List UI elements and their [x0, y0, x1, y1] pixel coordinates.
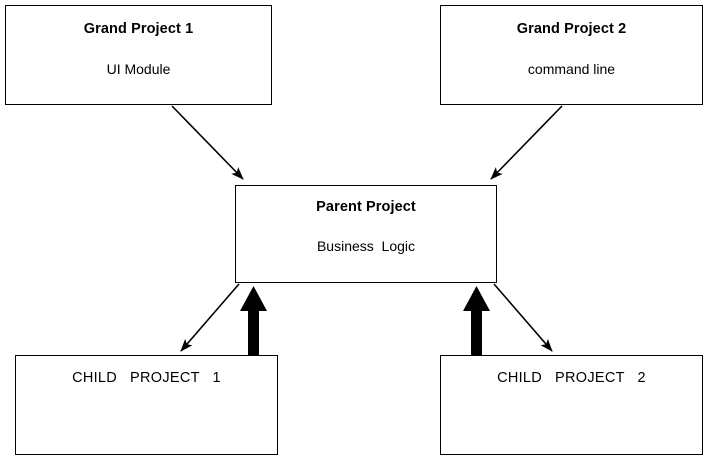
box-grand-project-2-subtitle: command line [527, 61, 616, 77]
connector-child1-to-parent-icon [240, 286, 267, 356]
connector-gp1-to-parent-icon [171, 105, 244, 180]
connector-parent-to-child2-icon [493, 283, 553, 352]
box-child-project-2-title: CHILD PROJECT 2 [497, 370, 646, 386]
box-grand-project-2[interactable]: Grand Project 2 command line [440, 5, 703, 105]
connector-child2-to-parent-icon [463, 286, 490, 356]
box-child-project-1[interactable]: CHILD PROJECT 1 [15, 355, 278, 455]
box-grand-project-1-subtitle: UI Module [106, 61, 171, 77]
box-child-project-1-title: CHILD PROJECT 1 [72, 370, 221, 386]
connector-gp2-to-parent-icon [490, 105, 563, 180]
box-grand-project-2-title: Grand Project 2 [516, 21, 627, 37]
box-grand-project-1[interactable]: Grand Project 1 UI Module [5, 5, 272, 105]
box-parent-project[interactable]: Parent Project Business Logic [235, 185, 497, 283]
box-grand-project-1-title: Grand Project 1 [83, 21, 194, 37]
box-parent-project-title: Parent Project [316, 199, 416, 215]
box-child-project-2[interactable]: CHILD PROJECT 2 [440, 355, 703, 455]
box-parent-project-subtitle: Business Logic [316, 238, 416, 254]
connector-parent-to-child1-icon [180, 283, 240, 352]
